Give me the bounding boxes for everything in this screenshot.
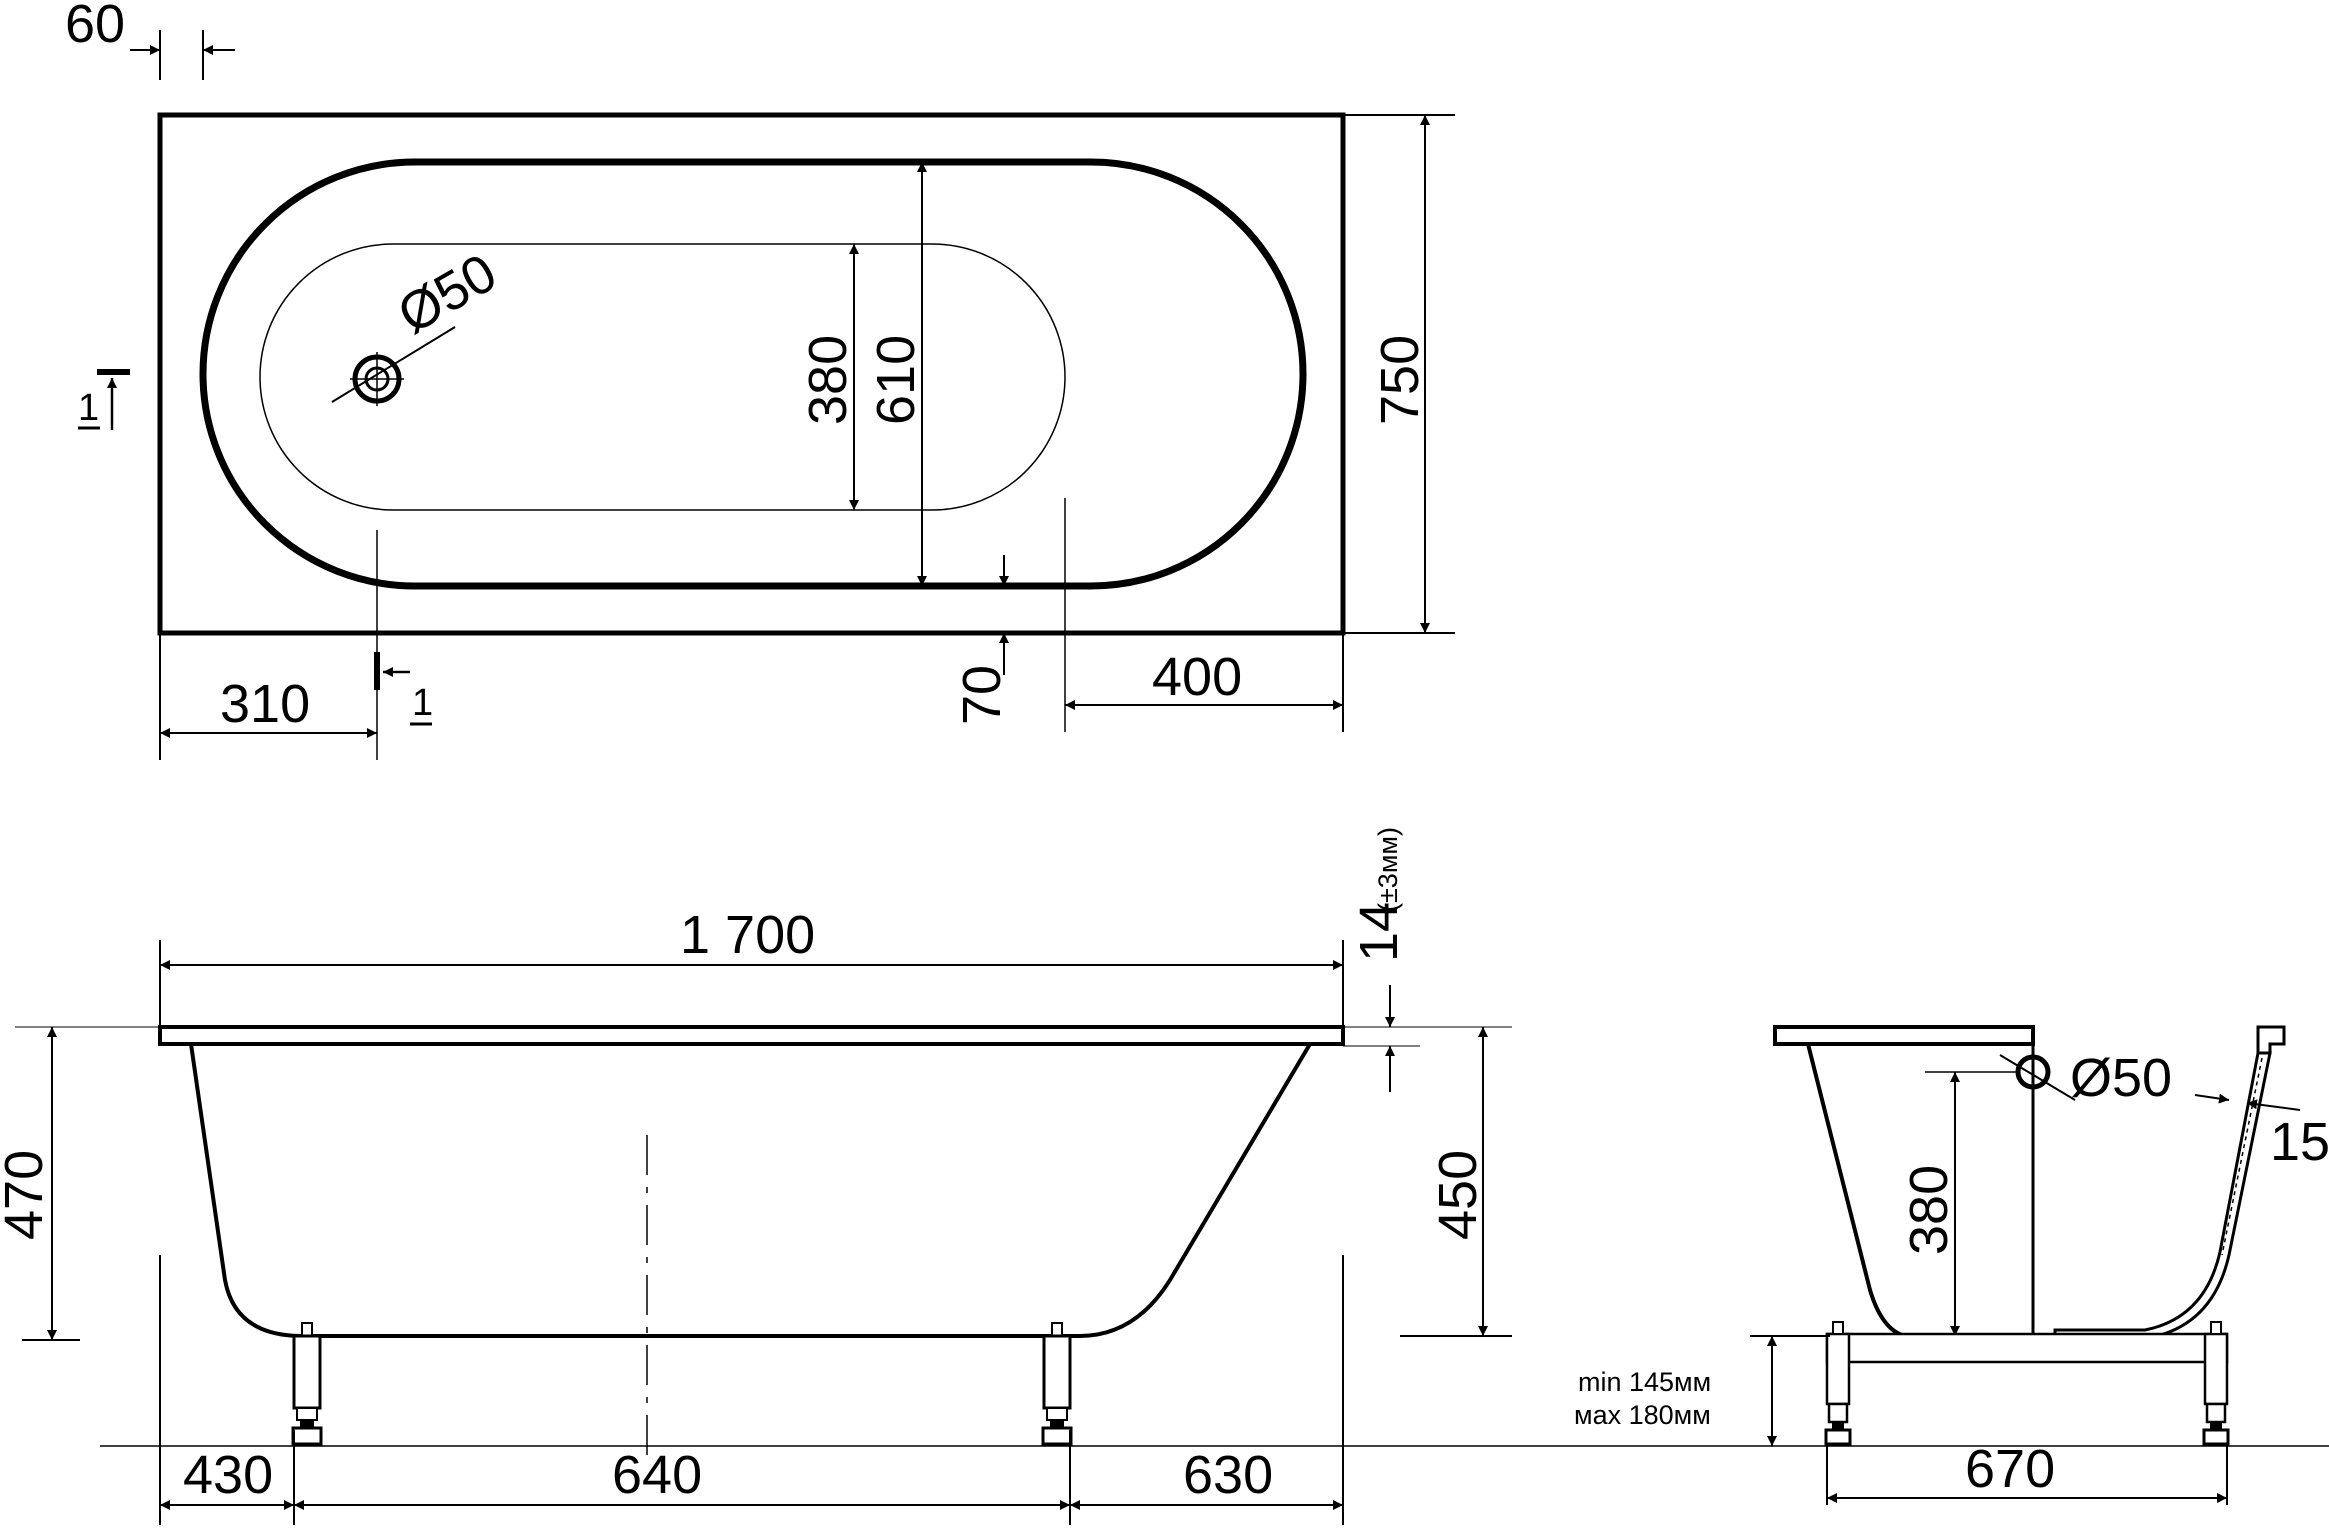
- section-marker-left: 1: [78, 369, 130, 430]
- section-stand: [1825, 1332, 2229, 1364]
- side-view: 1 700 470 45: [0, 827, 2329, 1525]
- overflow-dia-label: Ø50: [2070, 1048, 2172, 1108]
- dim-1700-label: 1 700: [680, 905, 815, 965]
- drain-leader: [331, 326, 456, 403]
- side-shell: [189, 1042, 1312, 1338]
- section-wall-left: [1806, 1043, 1906, 1338]
- section-leg-left: [1824, 1321, 1852, 1446]
- dim-70-label: 70: [952, 665, 1012, 725]
- section-stand-leg-left-post: [1825, 1332, 1851, 1406]
- dim-450-label: 450: [1428, 1150, 1488, 1240]
- dim-430-label: 430: [183, 1445, 273, 1505]
- dim-640-label: 640: [612, 1445, 702, 1505]
- section-rim-right: [2256, 1025, 2286, 1055]
- section-marker-bottom: 1: [374, 652, 433, 726]
- section-rim-left: [1773, 1025, 2035, 1046]
- plan-bottom-outline: [259, 243, 1066, 511]
- dim-670-label: 670: [1965, 1439, 2055, 1499]
- dim-470-label: 470: [0, 1150, 54, 1240]
- leg-left: [291, 1322, 323, 1446]
- drain-icon: [350, 352, 404, 406]
- dim-310-label: 310: [220, 674, 310, 734]
- plan-bowl-outline: [199, 158, 1307, 590]
- dim-60-label: 60: [65, 0, 125, 54]
- plan-view: Ø50 60 380 610 750 70 310 400: [65, 0, 1455, 760]
- leg-max-label: мах 180мм: [1574, 1400, 1711, 1430]
- drain-dia-label: Ø50: [388, 242, 506, 345]
- dim-380-label: 380: [798, 335, 858, 425]
- overflow-leader: [1999, 1054, 2076, 1101]
- dim-610-label: 610: [866, 335, 926, 425]
- dim-630-label: 630: [1183, 1445, 1273, 1505]
- section-view: Ø50 380 15 min 145мм мах 180мм: [1574, 1025, 2329, 1505]
- dim-750-label: 750: [1370, 335, 1430, 425]
- leg-min-label: min 145мм: [1578, 1367, 1711, 1397]
- dim-14-label: 14: [1349, 902, 1409, 962]
- section-leg-right: [2202, 1321, 2230, 1446]
- svg-text:1: 1: [412, 682, 433, 724]
- section-stand-leg-right-post: [2203, 1332, 2229, 1406]
- dim-15-label: 15: [2270, 1112, 2329, 1172]
- section-wall-right-hatch: [2221, 1057, 2263, 1256]
- side-rim: [158, 1025, 1345, 1046]
- leg-right: [1041, 1322, 1073, 1446]
- dim-14-tolerance: (±3мм): [1373, 827, 1403, 912]
- svg-text:1: 1: [78, 387, 99, 429]
- dim-400-label: 400: [1152, 647, 1242, 707]
- dim-15-line-in: [2194, 1093, 2230, 1104]
- dim-15-line-out: [2246, 1099, 2301, 1111]
- plan-outer-rim: [157, 112, 1346, 636]
- dim-380b-label: 380: [1899, 1165, 1959, 1255]
